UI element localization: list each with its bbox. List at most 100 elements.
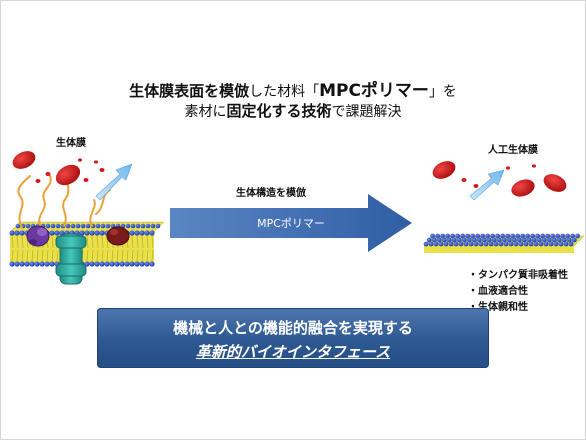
small-particle — [83, 178, 89, 182]
polymer-head — [561, 237, 567, 243]
small-particle — [473, 184, 479, 188]
polymer-head — [556, 237, 562, 243]
polymer-head — [535, 233, 540, 239]
polymer-head — [490, 233, 495, 239]
small-particle — [506, 166, 510, 170]
flow-arrow-icon — [469, 169, 505, 201]
lipid-head — [129, 230, 135, 236]
lipid-tail — [131, 235, 134, 249]
lipid-head — [50, 223, 56, 229]
lipid-head — [79, 230, 85, 236]
polymer-head — [571, 237, 577, 243]
lipid-tail — [121, 249, 124, 262]
polymer-head — [478, 241, 484, 247]
property-item: タンパク質非吸着性 — [468, 268, 568, 284]
polymer-head — [563, 241, 569, 247]
polymer-head — [468, 241, 474, 247]
lipid-head — [24, 261, 30, 267]
lipid-tail — [26, 249, 29, 262]
polymer-head — [481, 237, 487, 243]
lipid-tail — [11, 235, 14, 249]
polymer-head — [448, 241, 454, 247]
polymer-head — [480, 233, 485, 239]
polymer-head — [438, 241, 444, 247]
banner-emphasis-1: 革新的 — [195, 343, 241, 361]
polymer-head — [503, 241, 509, 247]
polymer-heads — [423, 233, 580, 247]
red-blood-cell — [12, 151, 36, 169]
lipid-tail — [56, 249, 59, 262]
lipid-head — [134, 261, 140, 267]
polymer-head — [548, 241, 554, 247]
polymer-head — [558, 241, 564, 247]
lipid-head — [99, 230, 105, 236]
lipid-head — [65, 223, 71, 229]
small-particle — [78, 158, 82, 162]
lipid-tail — [11, 249, 14, 262]
lipid-head — [39, 261, 45, 267]
polymer-head — [465, 233, 470, 239]
left-blood-cells — [12, 151, 133, 201]
polymer-head — [436, 237, 442, 243]
polymer-head — [520, 233, 525, 239]
lipid-head — [100, 223, 106, 229]
polymer-head — [451, 237, 457, 243]
polymer-head — [525, 233, 530, 239]
conclusion-banner: 機械と人との機能的融合を実現する 革新的バイオインタフェース — [97, 308, 489, 368]
lipid-head — [45, 223, 51, 229]
polymer-head — [515, 233, 520, 239]
lipid-head — [140, 223, 146, 229]
arrow-caption: 生体構造を模倣 — [236, 188, 306, 199]
lipid-tail — [141, 235, 144, 249]
lipid-chain — [89, 199, 96, 227]
lipid-tail — [111, 249, 114, 262]
red-blood-cell — [511, 179, 535, 197]
polymer-head — [533, 241, 539, 247]
lipid-tail — [51, 249, 54, 262]
lipid-head — [84, 261, 90, 267]
polymer-head — [506, 237, 512, 243]
property-item: 生体親和性 — [468, 300, 568, 316]
right-blood-cells — [432, 161, 567, 201]
lipid-head — [89, 261, 95, 267]
property-list: タンパク質非吸着性 血液適合性 生体親和性 — [468, 268, 568, 316]
lipid-head — [139, 261, 145, 267]
lipid-tail — [41, 249, 44, 262]
lipid-tail — [126, 249, 129, 262]
lipid-tail — [131, 249, 134, 262]
polymer-head — [428, 241, 434, 247]
lipid-head — [85, 223, 91, 229]
polymer-head — [486, 237, 492, 243]
polymer-head — [513, 241, 519, 247]
lipid-tail — [151, 235, 154, 249]
polymer-head — [461, 237, 467, 243]
lipid-head — [94, 230, 100, 236]
lipid-tail — [146, 235, 149, 249]
purple-protein — [26, 225, 50, 247]
lipid-head — [29, 261, 35, 267]
lipid-tail — [136, 249, 139, 262]
polymer-head — [531, 237, 537, 243]
lipid-chain — [17, 175, 31, 229]
lipid-head — [70, 223, 76, 229]
polymer-head — [511, 237, 517, 243]
banner-line-2: 革新的バイオインタフェース — [97, 341, 489, 362]
lipid-head — [144, 261, 150, 267]
membrane-proteins — [26, 225, 130, 285]
polymer-head — [508, 241, 514, 247]
lipid-head — [134, 230, 140, 236]
lipid-head — [144, 230, 150, 236]
polymer-head — [460, 233, 465, 239]
polymer-head — [545, 233, 550, 239]
lipid-head — [124, 261, 130, 267]
headline-line-1: 生体膜表面を模倣した材料「MPCポリマー」を — [0, 76, 586, 101]
red-blood-cell — [432, 161, 456, 179]
polymer-head — [560, 233, 565, 239]
polymer-head — [473, 241, 479, 247]
lipid-head — [145, 223, 151, 229]
polymer-head — [501, 237, 507, 243]
lipid-tail — [86, 235, 89, 249]
polymer-head — [453, 241, 459, 247]
lipid-head — [114, 261, 120, 267]
polymer-head — [523, 241, 529, 247]
